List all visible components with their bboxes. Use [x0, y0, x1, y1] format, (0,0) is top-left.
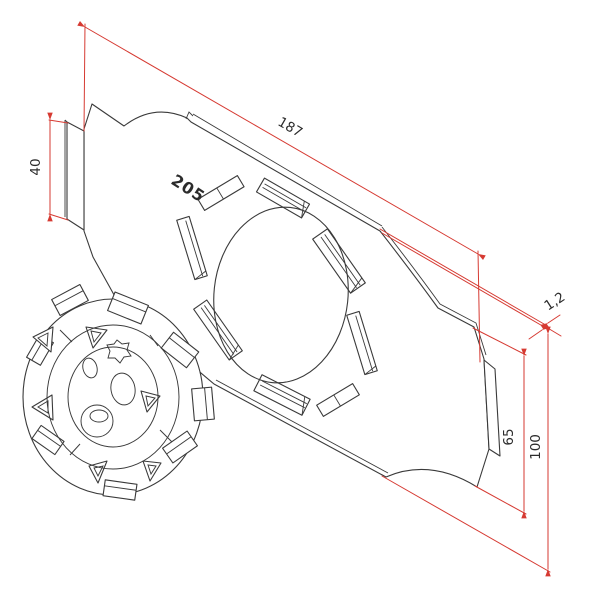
lance-slot-right-upper: [312, 228, 366, 294]
dimension-label-65: 65: [501, 428, 517, 445]
dimension-40: 40: [28, 112, 69, 222]
adapter-clip-blocks: [26, 283, 215, 501]
plate-center-hole: [213, 206, 349, 384]
motor-adapter-wireframe: [22, 283, 215, 501]
stamp-mark-bottom: [316, 383, 360, 417]
dimension-label-40: 40: [28, 158, 44, 175]
adapter-star-hole: [106, 339, 132, 364]
lance-slot-left-lower: [193, 299, 243, 361]
adapter-triangle-lugs: [31, 326, 162, 484]
plate-right-tab: [483, 359, 501, 457]
part-marking-label: 205: [168, 170, 209, 206]
dimension-100: 100: [381, 326, 551, 577]
plate-left-tab: [66, 121, 85, 231]
dimension-65: 65: [472, 327, 527, 519]
dimension-label-187: 187: [275, 114, 305, 141]
dimension-label-1-2: 1,2: [541, 289, 568, 314]
dimension-label-100: 100: [528, 434, 544, 460]
lance-slot-right-lower: [346, 310, 378, 376]
lance-slot-left-upper: [176, 215, 208, 281]
lance-slot-bottom: [253, 374, 311, 416]
lance-slot-top: [255, 177, 311, 219]
